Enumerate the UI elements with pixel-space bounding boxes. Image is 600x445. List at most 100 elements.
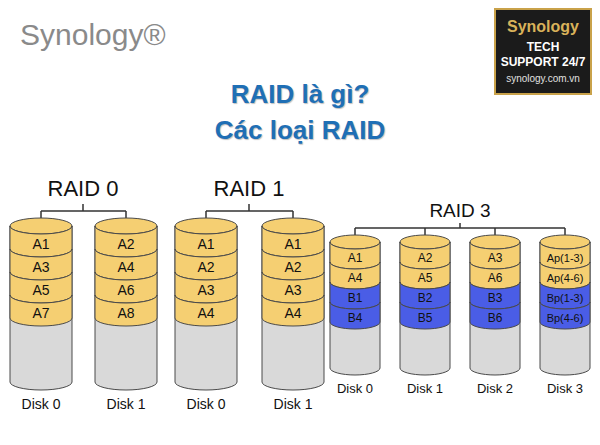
block-outline [10,249,72,280]
page-title: RAID là gì? Các loại RAID [205,76,395,148]
disk-block: A7 [10,295,72,326]
block-label: A4 [348,267,363,285]
raid-level-label: RAID 1 [199,176,299,201]
disk-block: A2 [175,249,237,280]
block-outline [95,272,157,303]
disk-block: B4 [330,302,380,329]
disk-block: Ap(1-3) [540,242,590,269]
disk-block: Bp(1-3) [540,282,590,309]
disk-block: A4 [95,249,157,280]
block-label: A8 [117,301,134,321]
block-label: A2 [117,232,134,252]
cylinder-body [470,242,520,375]
block-outline [175,272,237,303]
block-outline [262,226,324,257]
disk-block: B1 [330,282,380,309]
cylinder-body [175,226,237,390]
block-label: A2 [284,255,301,275]
disk-label: Disk 0 [161,396,251,413]
block-outline [330,282,380,309]
raid3-bracket [355,223,565,235]
block-outline [262,249,324,280]
block-label: Ap(1-3) [547,248,584,264]
block-label: A3 [284,278,301,298]
block-label: A2 [418,247,433,265]
block-label: A3 [488,247,503,265]
block-label: A4 [284,301,301,321]
block-outline [262,295,324,326]
disk-cylinder: A1A2A3A4Disk 0 [175,218,237,413]
brand-logo: Synology® [20,18,170,53]
block-outline [540,302,590,329]
block-outline [10,226,72,257]
block-outline [540,282,590,309]
disk-block: A2 [262,249,324,280]
disk-block: A8 [95,295,157,326]
block-outline [470,302,520,329]
badge-brand: Synology [507,17,579,36]
cylinder-body [330,242,380,375]
block-label: A5 [418,267,433,285]
block-outline [400,282,450,309]
disk-label: Disk 3 [526,381,600,397]
disk-cylinder: A1A2A3A4Disk 1 [262,218,324,413]
disk-block: B5 [400,302,450,329]
disk-block: A3 [470,242,520,269]
block-outline [540,242,590,269]
disk-block: B6 [470,302,520,329]
disk-cylinder: A2A5B2B5Disk 1 [400,235,450,397]
disk-label: Disk 0 [0,396,86,413]
disk-block: A5 [10,272,72,303]
block-outline [95,249,157,280]
disk-cylinder: A1A3A5A7Disk 0 [10,218,72,413]
disk-block: A3 [262,272,324,303]
block-label: A4 [197,301,214,321]
disk-block: A3 [175,272,237,303]
raid0-bracket [41,204,126,218]
disk-block: A2 [400,242,450,269]
block-outline [470,242,520,269]
disk-block: A1 [262,226,324,257]
block-label: A6 [117,278,134,298]
cylinder-body [10,226,72,390]
raid-level-label: RAID 3 [410,200,510,222]
disk-label: Disk 1 [248,396,338,413]
block-label: Bp(1-3) [547,288,584,304]
disk-block: Ap(4-6) [540,262,590,289]
block-outline [10,295,72,326]
disk-label: Disk 1 [386,381,464,397]
disk-label: Disk 2 [456,381,534,397]
block-label: A3 [32,255,49,275]
block-label: B4 [348,307,363,325]
disk-cylinder: A3A6B3B6Disk 2 [470,235,520,397]
badge-heading: TECH SUPPORT 24/7 [500,40,586,69]
block-outline [400,302,450,329]
block-label: B2 [418,287,433,305]
block-outline [330,262,380,289]
block-label: A4 [117,255,134,275]
block-outline [175,295,237,326]
disk-block: Bp(4-6) [540,302,590,329]
block-outline [95,226,157,257]
disk-block: A4 [175,295,237,326]
block-label: B5 [418,307,433,325]
block-outline [175,226,237,257]
block-outline [540,262,590,289]
block-label: A6 [488,267,503,285]
block-label: A3 [197,278,214,298]
disk-block: A3 [10,249,72,280]
block-label: A5 [32,278,49,298]
block-outline [262,272,324,303]
block-label: Bp(4-6) [547,308,584,324]
raid1-bracket [206,204,293,218]
disk-cylinder: A1A4B1B4Disk 0 [330,235,380,397]
block-outline [470,262,520,289]
block-label: B1 [348,287,363,305]
block-outline [175,249,237,280]
block-label: A2 [197,255,214,275]
disk-block: A5 [400,262,450,289]
disk-block: A2 [95,226,157,257]
block-label: A1 [32,232,49,252]
block-outline [95,295,157,326]
